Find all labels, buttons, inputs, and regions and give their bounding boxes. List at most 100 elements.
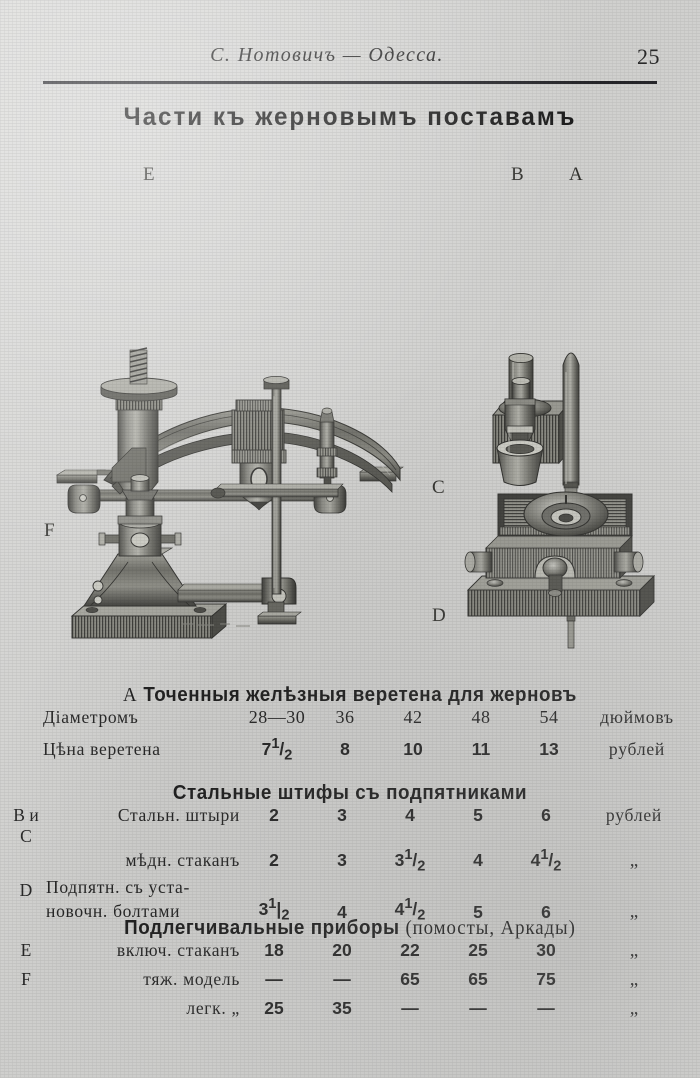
row-desc: Цѣна веретена (43, 738, 161, 759)
cell-value: 31|2 (258, 895, 290, 924)
row-unit: рублей (605, 805, 663, 825)
engravings-svg (55, 347, 656, 649)
section-heading-spindles: A Точенныя желѣзныя веретена для жерновъ (21, 684, 679, 707)
section-key-a: A (123, 684, 138, 706)
figure-label-c: C (432, 477, 446, 498)
cell-value: 8 (340, 738, 350, 759)
row-unit: „ (629, 998, 639, 1019)
table-row: B и C Стальн. штыри 2 3 4 5 6 рублей (12, 805, 688, 847)
cell-value: — (333, 969, 351, 989)
table-row: Цѣна веретена 71/2 8 10 11 13 рублей (9, 736, 691, 765)
row-desc: тяж. модель (143, 969, 240, 989)
cell-value: 11 (471, 738, 491, 759)
row-key (9, 736, 37, 765)
cell-value: 20 (332, 940, 352, 960)
cell-value: 3 (337, 805, 347, 825)
section-heading-lightening: Подлегчивальные приборы (помосты, Аркады… (21, 917, 679, 940)
cell-value: 6 (541, 805, 551, 825)
row-key (9, 707, 37, 736)
cell-value: 6 (541, 902, 551, 923)
table-row: легк. „ 25 35 — — — „ (12, 998, 688, 1027)
cell-value: 65 (400, 969, 420, 989)
cell-value: 41/2 (394, 895, 426, 924)
cell-value: 4 (337, 902, 347, 923)
figure-label-d: D (432, 605, 447, 626)
table-lightening: E включ. стаканъ 18 20 22 25 30 „ F тяж.… (12, 940, 688, 1027)
row-key: D (19, 880, 33, 900)
row-key: E (20, 940, 32, 960)
table-row: F тяж. модель — — 65 65 75 „ (12, 969, 688, 998)
cell-value: — (401, 998, 419, 1018)
cell-value: 25 (468, 940, 488, 960)
section-heading-text: Точенныя желѣзныя веретена для жерновъ (143, 684, 577, 706)
section-lightening: Подлегчивальные приборы (помосты, Аркады… (0, 917, 700, 1027)
row-key: B и C (13, 805, 39, 846)
cell-value: 28—30 (248, 707, 306, 727)
cell-value: 42 (403, 707, 423, 727)
row-unit: „ (629, 849, 639, 871)
figure-label-a: A (569, 164, 584, 185)
table-spindles: Діаметромъ 28—30 36 42 48 54 дюймовъ Цѣн… (9, 707, 691, 765)
row-key (12, 998, 40, 1027)
table-row: E включ. стаканъ 18 20 22 25 30 „ (12, 940, 688, 969)
table-row: мѣдн. стаканъ 2 3 31/2 4 41/2 „ (12, 847, 688, 876)
cell-value: 3 (337, 849, 347, 870)
row-desc: Діаметромъ (43, 707, 139, 727)
row-unit: „ (629, 901, 639, 923)
cell-value: 18 (264, 940, 284, 960)
cell-value: 65 (468, 969, 488, 989)
page-title: Части къ жерновымъ поставамъ (123, 103, 577, 131)
cell-value: — (537, 998, 555, 1018)
cell-value: 5 (473, 805, 483, 825)
row-key (12, 847, 40, 876)
figure-f-stand (70, 375, 344, 639)
section-heading-steel-pins: Стальные штифы съ подпятниками (172, 782, 528, 804)
row-key: F (21, 969, 31, 989)
cell-value: 13 (539, 738, 559, 759)
table-steel-pins: B и C Стальн. штыри 2 3 4 5 6 рублей мѣд… (12, 805, 688, 923)
cell-value: 2 (269, 805, 279, 825)
running-head-title: С. Нотовичъ — Одесса. (210, 44, 444, 66)
row-unit: „ (629, 940, 639, 961)
cell-value: 54 (539, 707, 559, 727)
row-desc: включ. стаканъ (116, 940, 240, 960)
figure-c-bush-cup-main (496, 377, 544, 486)
row-desc: легк. „ (186, 998, 240, 1018)
header-rule (43, 81, 657, 84)
table-row: D Подпятн. съ уста-новочн. болтами 31|2 … (12, 876, 688, 923)
section-steel-pins: Стальные штифы съ подпятниками B и C Ста… (0, 782, 700, 923)
cell-value: — (265, 969, 283, 989)
cell-value: 71/2 (261, 736, 293, 764)
cell-value: 48 (471, 707, 491, 727)
cell-value: 10 (403, 738, 423, 759)
cell-value: — (469, 998, 487, 1018)
running-head: С. Нотовичъ — Одесса. 25 (0, 44, 700, 72)
cell-value: 75 (536, 969, 556, 989)
row-desc: мѣдн. стаканъ (125, 849, 240, 870)
figure-label-f: F (44, 520, 56, 541)
section-heading-paren: (помосты, Аркады) (405, 917, 576, 939)
page-number: 25 (637, 44, 660, 69)
cell-value: 35 (332, 998, 352, 1018)
cell-value: 25 (264, 998, 284, 1018)
illustration-plate: E B A C D F (0, 150, 700, 670)
figure-d-bedplate (464, 491, 656, 618)
figure-label-b: B (511, 164, 525, 185)
cell-value: 22 (400, 940, 420, 960)
section-spindles: A Точенныя желѣзныя веретена для жерновъ… (0, 684, 700, 765)
row-desc: Подпятн. съ уста-новочн. болтами (46, 877, 191, 921)
figure-label-e: E (143, 164, 156, 185)
section-heading-text: Подлегчивальные приборы (124, 917, 400, 939)
cell-value: 2 (269, 849, 279, 870)
cell-value: 4 (405, 805, 415, 825)
cell-value: 36 (335, 707, 355, 727)
row-unit: дюймовъ (600, 707, 674, 727)
cell-value: 41/2 (530, 847, 562, 875)
cell-value: 5 (473, 902, 483, 923)
row-unit: „ (629, 969, 639, 990)
row-desc: Стальн. штыри (117, 805, 240, 825)
row-unit: рублей (608, 738, 666, 759)
cell-value: 30 (536, 940, 556, 960)
table-row: Діаметромъ 28—30 36 42 48 54 дюймовъ (9, 707, 691, 736)
